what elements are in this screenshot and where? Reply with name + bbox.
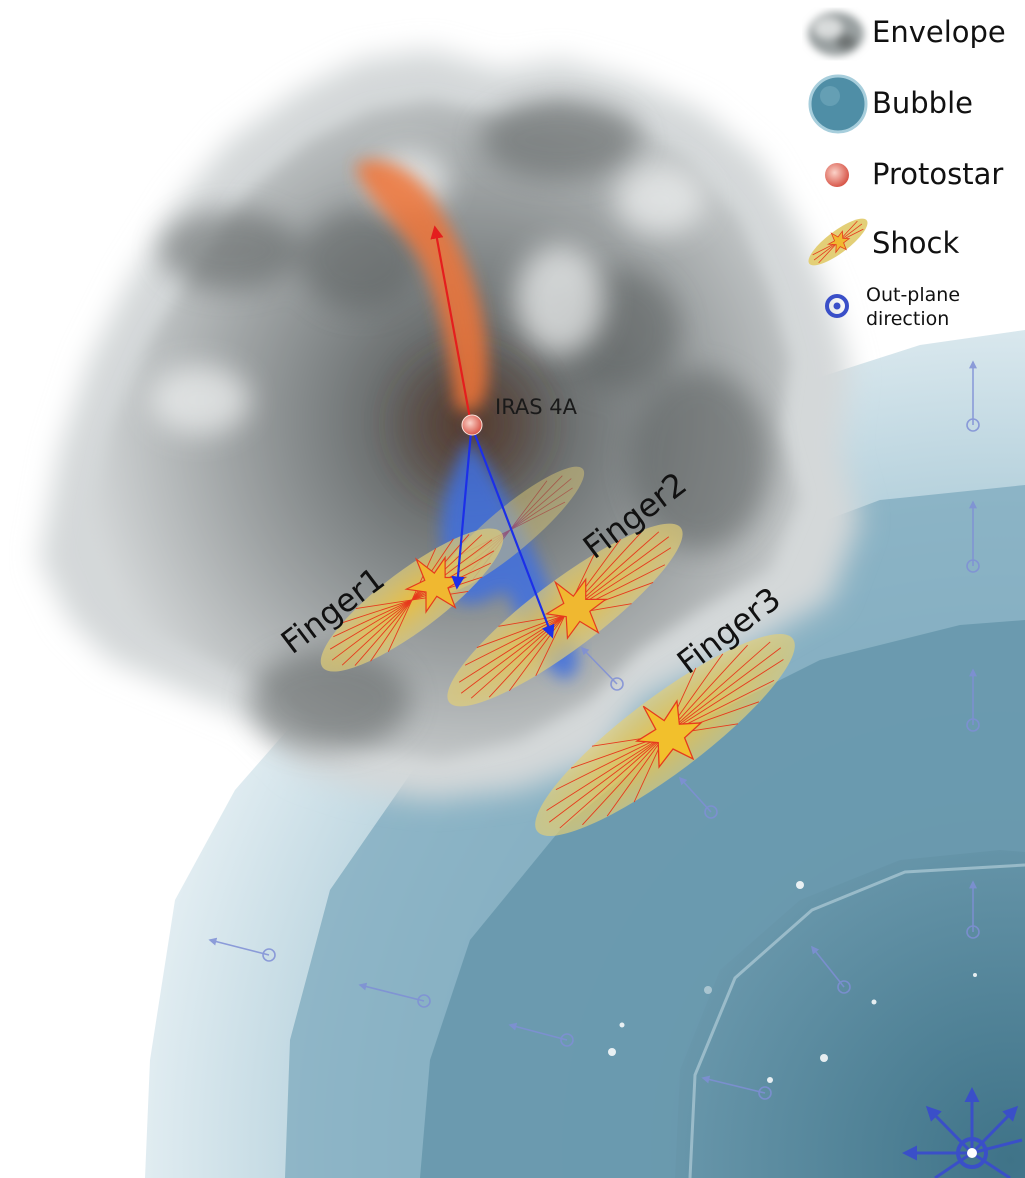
legend-out-plane-label: Out-plane direction: [866, 283, 960, 331]
shock-finger3: [535, 634, 795, 836]
legend-bubble-label: Bubble: [872, 86, 973, 120]
shock-legend-icon: [808, 218, 868, 266]
shock-finger1: [320, 528, 504, 672]
source-label: IRAS 4A: [495, 395, 578, 419]
blue-outflow-arrow-2: [472, 431, 555, 639]
blue-outflow-arrow-1: [451, 431, 473, 590]
red-outflow-arrow: [430, 225, 473, 425]
protostar-iras4a: [461, 414, 483, 436]
envelope-legend-icon: [808, 12, 864, 56]
legend-protostar-label: Protostar: [872, 157, 1004, 191]
bubble-center-marker: [902, 1087, 1023, 1178]
out-plane-legend-icon: [825, 294, 849, 318]
red-lobe: [355, 160, 489, 412]
legend-envelope-label: Envelope: [872, 15, 1006, 49]
legend: [808, 12, 868, 318]
expansion-arrows: [208, 360, 980, 1100]
bubble-legend-icon: [808, 74, 868, 134]
legend-out-plane-line2: direction: [866, 308, 950, 330]
protostar-legend-icon: [825, 163, 849, 187]
outflow-arrows: [430, 225, 555, 639]
legend-out-plane-line1: Out-plane: [866, 284, 961, 306]
legend-shock-label: Shock: [872, 226, 960, 260]
bubble-core: [675, 850, 1025, 1178]
shock-finger2: [447, 523, 683, 707]
